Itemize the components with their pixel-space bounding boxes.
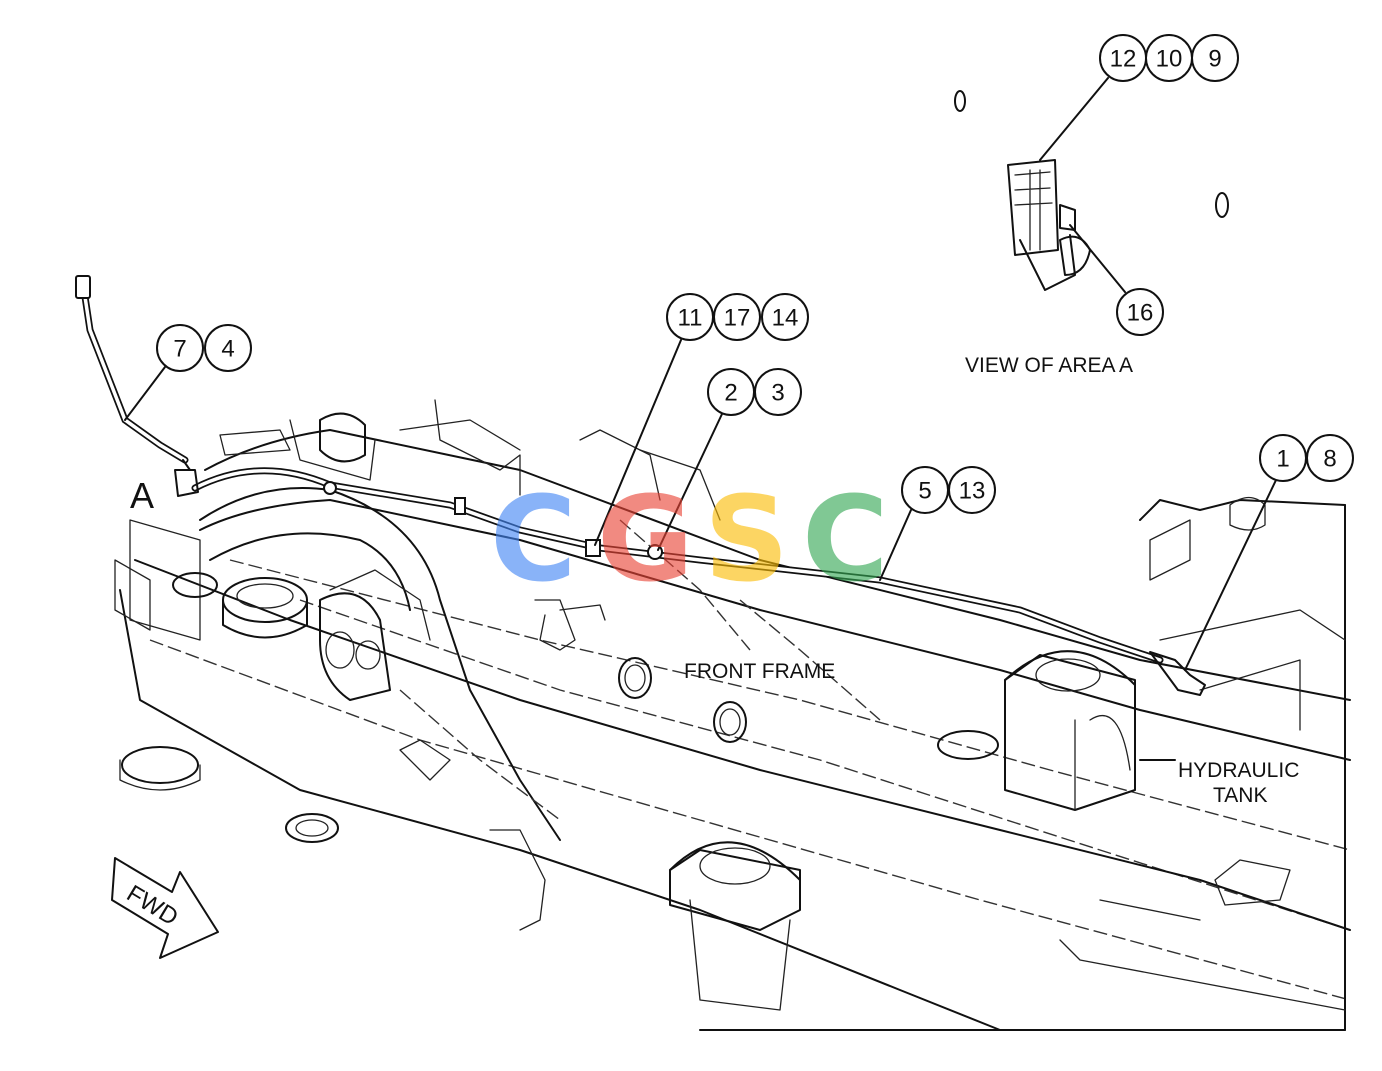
callout-3: 3	[771, 380, 784, 407]
cgsc-watermark: C G S C	[490, 470, 889, 608]
callout-10: 10	[1156, 46, 1183, 73]
callout-4: 4	[221, 336, 234, 363]
callout-2: 2	[724, 380, 737, 407]
callout-group-left-fitting: 7 4	[156, 324, 252, 372]
leader-lines	[124, 77, 1278, 761]
front-frame-drawing	[114, 399, 1351, 1031]
callout-group-right-fitting: 1 8	[1259, 434, 1354, 482]
callout-12: 12	[1110, 46, 1137, 73]
callout-group-view-a-bottom: 16	[1116, 288, 1164, 336]
callout-16: 16	[1127, 300, 1154, 327]
callout-9: 9	[1208, 46, 1221, 73]
front-frame-label: FRONT FRAME	[684, 660, 835, 683]
watermark-letter-g: G	[597, 470, 694, 608]
right-fitting-body	[1149, 651, 1206, 696]
callout-5: 5	[918, 478, 931, 505]
left-fitting-body	[174, 469, 199, 497]
fwd-arrow: FWD	[111, 857, 219, 959]
clip-left	[323, 481, 337, 495]
callout-1: 1	[1276, 446, 1289, 473]
view-of-area-a-label: VIEW OF AREA A	[965, 354, 1133, 377]
callout-17: 17	[724, 305, 751, 332]
watermark-letter-c2: C	[802, 470, 889, 608]
callout-14: 14	[772, 305, 799, 332]
callout-group-view-a-top: 12 10 9	[1099, 34, 1239, 82]
hose-assembly	[75, 275, 1206, 696]
callout-8: 8	[1323, 446, 1336, 473]
watermark-letter-s: S	[704, 470, 789, 608]
view-of-area-a-detail	[951, 90, 1233, 291]
area-a-marker: A	[130, 475, 154, 516]
callout-group-mid-clip: 11 17 14	[666, 293, 809, 341]
callout-7: 7	[173, 336, 186, 363]
callout-11: 11	[678, 305, 703, 332]
hydraulic-tank-label-line2: TANK	[1213, 784, 1267, 807]
hydraulic-tank-label-line1: HYDRAULIC	[1178, 759, 1299, 782]
callout-group-main-hose: 5 13	[901, 466, 996, 514]
hose-end-fitting	[75, 275, 91, 299]
callout-13: 13	[959, 478, 986, 505]
watermark-letter-c1: C	[490, 470, 577, 608]
callout-group-mid-clamp: 2 3	[707, 368, 802, 416]
